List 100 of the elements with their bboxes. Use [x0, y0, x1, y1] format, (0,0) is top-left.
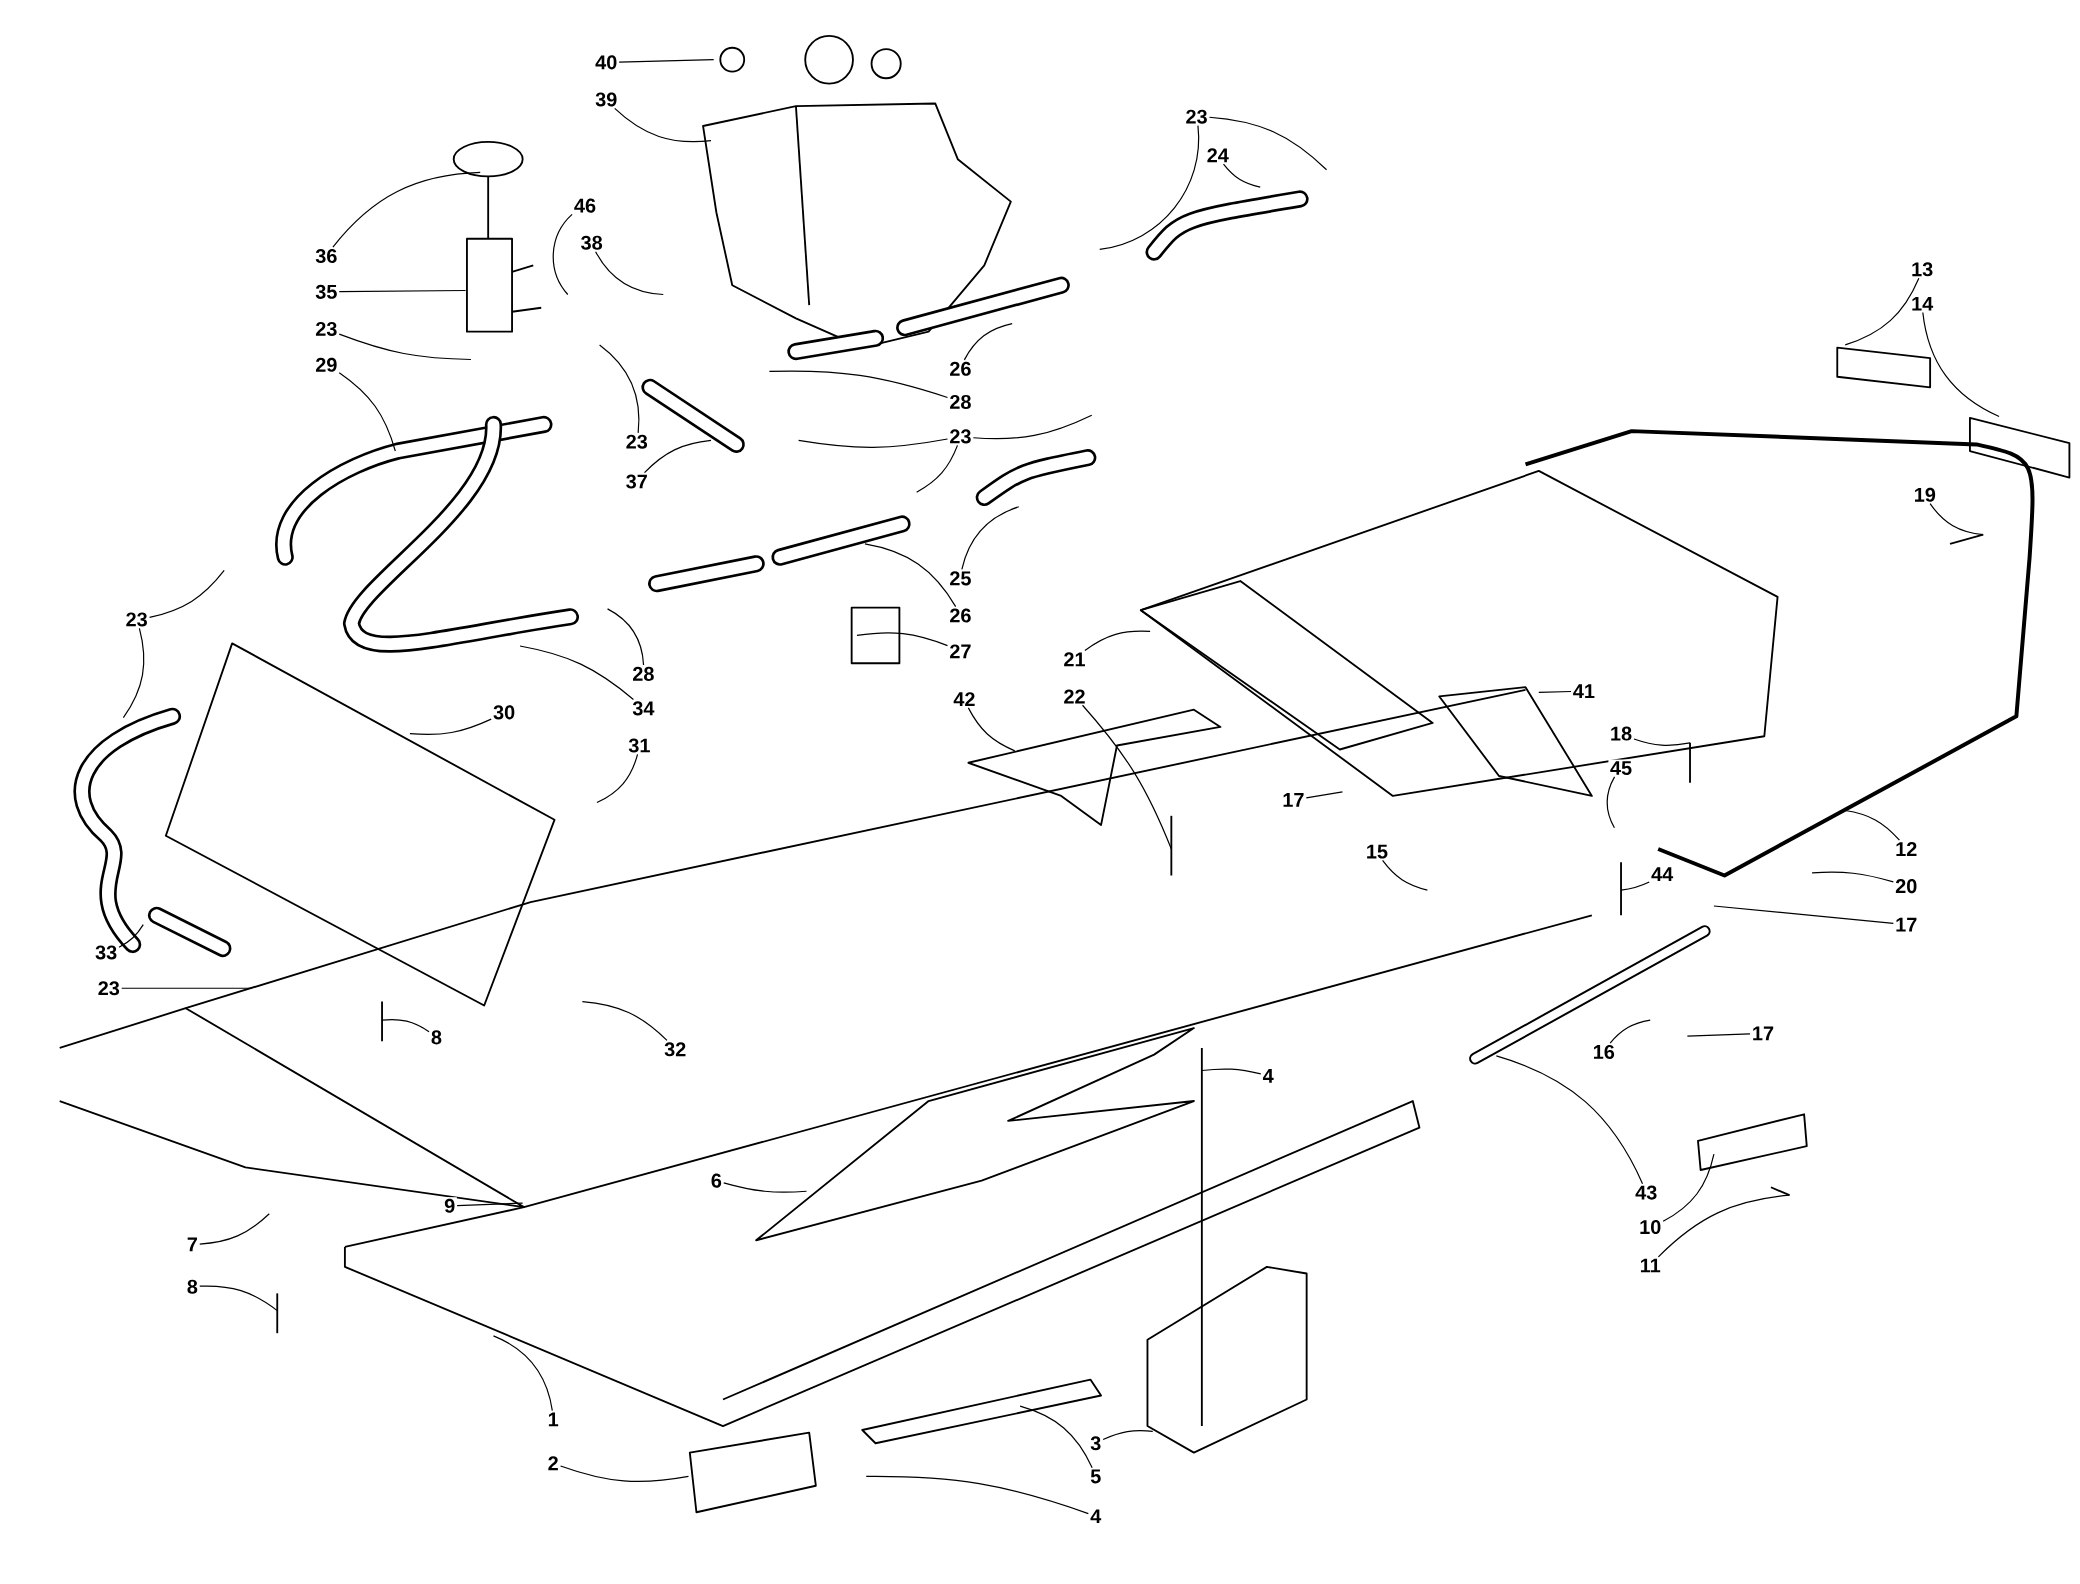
leader-line [409, 718, 492, 736]
leader-line [122, 627, 145, 719]
leader-line [1844, 810, 1901, 841]
leader-line [199, 1285, 278, 1312]
leader-line [1538, 690, 1572, 694]
leader-line [1657, 1194, 1791, 1258]
leader-line [1662, 1153, 1715, 1222]
callout-number: 29 [313, 356, 339, 374]
callout-number: 5 [1088, 1468, 1103, 1486]
leader-line [338, 372, 396, 452]
callout-number: 39 [593, 90, 619, 109]
callout-number: 38 [579, 234, 605, 252]
callout-number: 35 [313, 283, 339, 301]
callout-number: 28 [630, 665, 657, 683]
callout-number: 23 [1183, 108, 1210, 126]
callout-number: 25 [947, 569, 974, 588]
callout-number: 26 [947, 606, 974, 625]
leader-line [1922, 311, 2000, 418]
callout-number: 33 [93, 943, 119, 962]
callout-number: 16 [1591, 1043, 1617, 1061]
callout-number: 45 [1608, 759, 1634, 777]
leader-line [1609, 1019, 1651, 1044]
leader-line [1620, 881, 1650, 891]
callout-number: 31 [626, 736, 653, 755]
leader-line [1495, 1055, 1644, 1185]
leader-line [596, 753, 639, 804]
leader-line [552, 213, 573, 296]
callout-number: 46 [572, 197, 598, 215]
leader-line [614, 107, 712, 143]
leader-line [338, 290, 467, 293]
leader-line [1929, 503, 1984, 536]
callout-number: 37 [624, 472, 650, 491]
callout-number: 10 [1637, 1218, 1663, 1236]
callout-number: 9 [442, 1197, 457, 1215]
callout-number: 8 [429, 1028, 444, 1047]
leader-line [798, 438, 949, 448]
callout-number: 27 [947, 642, 974, 660]
leader-line [456, 1202, 524, 1207]
leader-line [1811, 871, 1894, 883]
callout-number: 30 [491, 703, 517, 722]
leader-line [606, 608, 645, 666]
callout-number: 23 [313, 320, 339, 338]
leader-line [1382, 859, 1428, 891]
leader-line [338, 333, 472, 361]
leader-line [961, 506, 1020, 571]
leader-line [1099, 125, 1200, 251]
leader-line [1686, 1033, 1751, 1037]
callout-number: 14 [1909, 295, 1935, 313]
leader-line [972, 414, 1093, 440]
callout-number: 12 [1893, 840, 1919, 858]
callout-number: 1 [546, 1411, 561, 1428]
callout-number: 4 [1088, 1507, 1103, 1525]
callout-number: 34 [630, 699, 657, 718]
leader-line [1019, 1405, 1093, 1469]
callout-number: 11 [1638, 1257, 1663, 1274]
leader-line [1222, 163, 1261, 188]
callout-number: 17 [1280, 791, 1307, 809]
callout-number: 18 [1608, 725, 1634, 743]
leader-line [1208, 116, 1328, 171]
callout-number: 19 [1912, 486, 1938, 504]
leader-line [963, 323, 1013, 361]
callout-number: 21 [1061, 650, 1088, 668]
callout-number: 13 [1909, 260, 1935, 278]
leader-line [1081, 704, 1172, 850]
leader-line [618, 59, 715, 63]
leader-line [643, 439, 712, 474]
callout-number: 23 [947, 427, 974, 446]
leader-line [1844, 277, 1920, 346]
leader-line [148, 569, 225, 619]
callout-number: 2 [546, 1454, 561, 1472]
callout-number: 28 [947, 393, 974, 411]
leader-line [1084, 630, 1151, 652]
leader-line [559, 1465, 690, 1483]
callout-number: 17 [1893, 916, 1919, 934]
callout-number: 6 [709, 1172, 724, 1190]
callout-number: 17 [1750, 1025, 1776, 1042]
callout-number: 42 [951, 690, 978, 708]
callout-number: 23 [124, 610, 150, 629]
leader-line [332, 171, 481, 248]
leader-line [121, 987, 253, 989]
leader-line [864, 543, 957, 608]
leader-line [492, 1335, 553, 1412]
callout-number: 32 [662, 1040, 688, 1058]
leader-line [856, 632, 949, 647]
callout-number: 7 [185, 1235, 200, 1253]
leader-line [1633, 738, 1691, 746]
leader-line [967, 707, 1016, 752]
leader-line [519, 645, 634, 701]
callout-number: 24 [1205, 146, 1231, 164]
leader-line [118, 924, 144, 948]
callout-number: 22 [1061, 687, 1088, 706]
leader-line [865, 1475, 1089, 1515]
callout-number: 41 [1571, 682, 1597, 700]
callout-number: 23 [96, 979, 122, 997]
leader-line [1201, 1068, 1262, 1075]
callout-number: 20 [1893, 877, 1919, 895]
callout-number: 43 [1633, 1184, 1659, 1202]
leader-line [1606, 776, 1616, 829]
leader-line [199, 1213, 270, 1245]
callout-number: 8 [185, 1278, 200, 1296]
